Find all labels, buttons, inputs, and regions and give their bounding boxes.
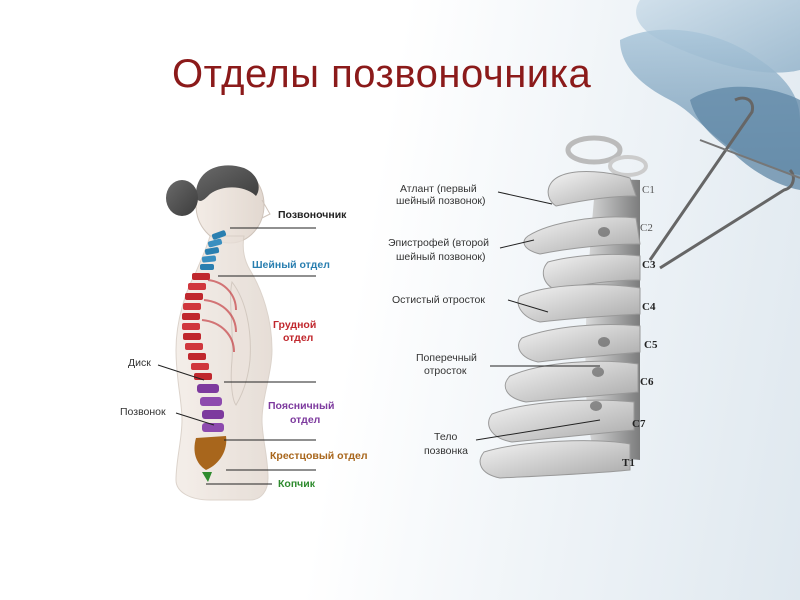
label-vertebra: Позвонок — [120, 406, 166, 418]
level-c4: C4 — [642, 301, 656, 313]
label-lumbar-line2: отдел — [290, 414, 320, 426]
level-c7: C7 — [632, 418, 646, 430]
glove-top-shape — [636, 0, 800, 73]
spine-sacral — [194, 436, 227, 470]
label-sacral: Крестцовый отдел — [270, 450, 368, 462]
label-axis-line1: Эпистрофей (второй — [388, 237, 489, 249]
vertebra-c2 — [523, 216, 641, 255]
figure-head — [166, 165, 271, 244]
label-spinous-process: Остистый отросток — [392, 294, 485, 306]
forceps-arm-2 — [659, 168, 795, 270]
leader-disc — [157, 364, 205, 381]
label-transverse-line1: Поперечный — [416, 352, 477, 364]
atlas-ring — [565, 135, 623, 165]
vertebra-c6 — [504, 360, 639, 403]
label-body-line2: позвонка — [424, 445, 468, 457]
label-body-line1: Тело — [434, 431, 458, 443]
vertebra-c3 — [542, 253, 641, 291]
spine-thoracic — [182, 273, 237, 380]
leader-body — [475, 419, 601, 441]
spine-cervical — [200, 230, 227, 270]
hair-bun — [166, 180, 198, 216]
level-t1: T1 — [622, 457, 635, 469]
label-cervical: Шейный отдел — [252, 259, 330, 271]
level-c2: C2 — [640, 222, 653, 234]
glove-right-shape — [690, 86, 800, 190]
leader-atlas — [497, 191, 553, 205]
leader-spinous — [507, 299, 549, 313]
vertebral-column — [479, 135, 648, 479]
label-thoracic-line1: Грудной — [273, 319, 316, 331]
label-disc: Диск — [128, 357, 151, 369]
atlas-ring-2 — [608, 155, 648, 177]
vertebra-c1 — [547, 171, 637, 207]
page-title: Отделы позвоночника — [172, 52, 592, 96]
leader-axis — [499, 239, 535, 249]
level-c5: C5 — [644, 339, 658, 351]
label-coccyx: Копчик — [278, 478, 316, 490]
forceps-ring — [699, 139, 800, 179]
label-atlas-line1: Атлант (первый — [400, 183, 477, 195]
level-c3: C3 — [642, 259, 656, 271]
leader-vertebra — [175, 412, 215, 426]
label-spine: Позвоночник — [278, 209, 347, 221]
label-axis-line2: шейный позвонок) — [396, 251, 486, 263]
spine-lumbar — [197, 384, 224, 432]
vertebra-t1 — [479, 440, 631, 479]
arm-silhouette — [230, 280, 251, 406]
label-thoracic-line2: отдел — [283, 332, 313, 344]
vertebra-c5 — [518, 324, 641, 363]
level-c6: C6 — [640, 376, 654, 388]
spine-coccyx — [202, 472, 212, 482]
label-atlas-line2: шейный позвонок) — [396, 195, 486, 207]
label-lumbar-line1: Поясничный — [268, 400, 334, 412]
torso-silhouette — [175, 235, 273, 501]
level-c1: C1 — [642, 184, 655, 196]
forceps-arm-1 — [648, 96, 755, 261]
label-transverse-line2: отросток — [424, 365, 467, 377]
vertebra-c4 — [517, 284, 641, 323]
